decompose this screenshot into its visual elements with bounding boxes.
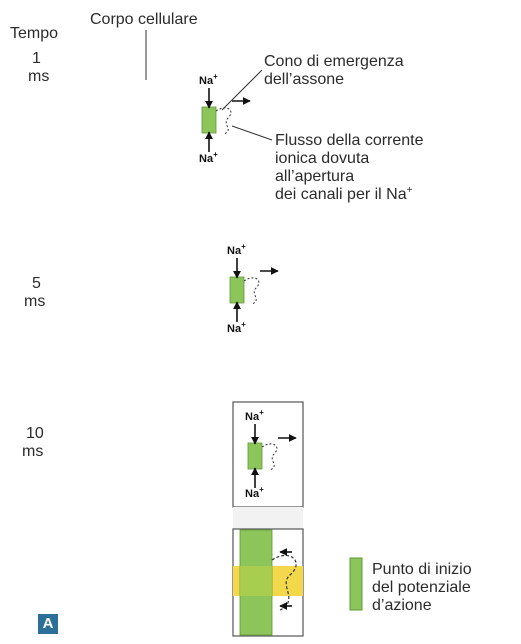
legend-text-2: del potenziale (372, 579, 471, 596)
legend-text-3: d’azione (372, 597, 432, 614)
flow-leader (231, 125, 273, 141)
row-3-na-bottom: Na+ (245, 485, 264, 500)
cell-body-label: Corpo cellulare (90, 11, 198, 28)
row-3-na-top: Na+ (245, 408, 264, 423)
row-1-time-value: 1 (32, 50, 41, 67)
zoom-connector (233, 507, 303, 529)
row-2-time-value: 5 (32, 275, 41, 292)
row-2-na-bottom: Na+ (227, 320, 246, 335)
row-2-na-top: Na+ (227, 242, 246, 257)
legend-text-1: Punto di inizio (372, 561, 472, 578)
axon-hillock-label-2: dell’assone (264, 71, 344, 88)
flow-label-3: all’apertura (275, 168, 354, 185)
flow-label-1: Flusso della corrente (275, 132, 424, 149)
panel-letter-badge: A (38, 614, 58, 634)
row-2-time-unit: ms (24, 293, 45, 310)
flow-label-2: ionica dovuta (275, 150, 369, 167)
row-1-initiation-zone: Na+ Na+ (199, 72, 251, 165)
axon-hillock-label-1: Cono di emergenza (264, 53, 404, 70)
row-1-time-unit: ms (28, 68, 49, 85)
row-3-time-value: 10 (26, 425, 44, 442)
row-3-time-unit: ms (22, 443, 43, 460)
row-1-na-top: Na+ (199, 72, 218, 87)
row-2-initiation-zone: Na+ Na+ (227, 242, 279, 335)
axon-hillock-leader (221, 69, 263, 111)
zoom-source-box (232, 401, 304, 508)
time-header: Tempo (10, 25, 58, 42)
legend-swatch (349, 557, 363, 611)
row-1-na-bottom: Na+ (199, 150, 218, 165)
flow-label-4: dei canali per il Na+ (275, 185, 413, 203)
row-3-initiation-zone: Na+ Na+ (232, 401, 304, 637)
